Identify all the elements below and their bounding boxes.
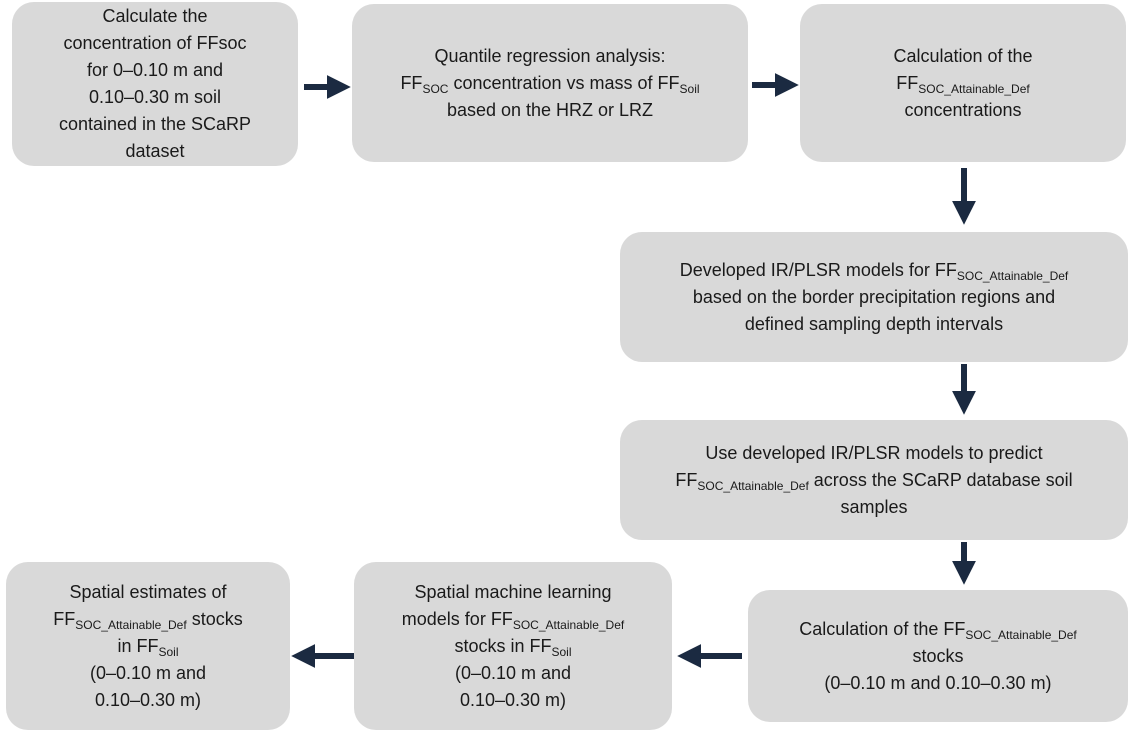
- step-box-calculation-stocks: Calculation of the FFSOC_Attainable_Def …: [748, 590, 1128, 722]
- step-text: Calculation of the FFSOC_Attainable_Def …: [893, 45, 1033, 120]
- step-box-spatial-ml-models: Spatial machine learning models for FFSO…: [354, 562, 672, 730]
- step-text: Calculate the concentration of FFsoc for…: [58, 6, 252, 161]
- step-text: Use developed IR/PLSR models to predict …: [675, 442, 1073, 517]
- step-box-spatial-estimates: Spatial estimates of FFSOC_Attainable_De…: [6, 562, 290, 730]
- step-text: Developed IR/PLSR models for FFSOC_Attai…: [679, 259, 1069, 334]
- step-box-predict: Use developed IR/PLSR models to predict …: [620, 420, 1128, 540]
- step-box-calculation-concentrations: Calculation of the FFSOC_Attainable_Def …: [800, 4, 1126, 162]
- step-box-calculate-concentration: Calculate the concentration of FFsoc for…: [12, 2, 298, 166]
- step-box-quantile-regression: Quantile regression analysis: FFSOC conc…: [352, 4, 748, 162]
- step-text: Quantile regression analysis: FFSOC conc…: [400, 45, 700, 120]
- step-text: Spatial machine learning models for FFSO…: [401, 581, 625, 710]
- step-box-developed-models: Developed IR/PLSR models for FFSOC_Attai…: [620, 232, 1128, 362]
- step-text: Spatial estimates of FFSOC_Attainable_De…: [53, 581, 243, 710]
- step-text: Calculation of the FFSOC_Attainable_Def …: [799, 618, 1077, 693]
